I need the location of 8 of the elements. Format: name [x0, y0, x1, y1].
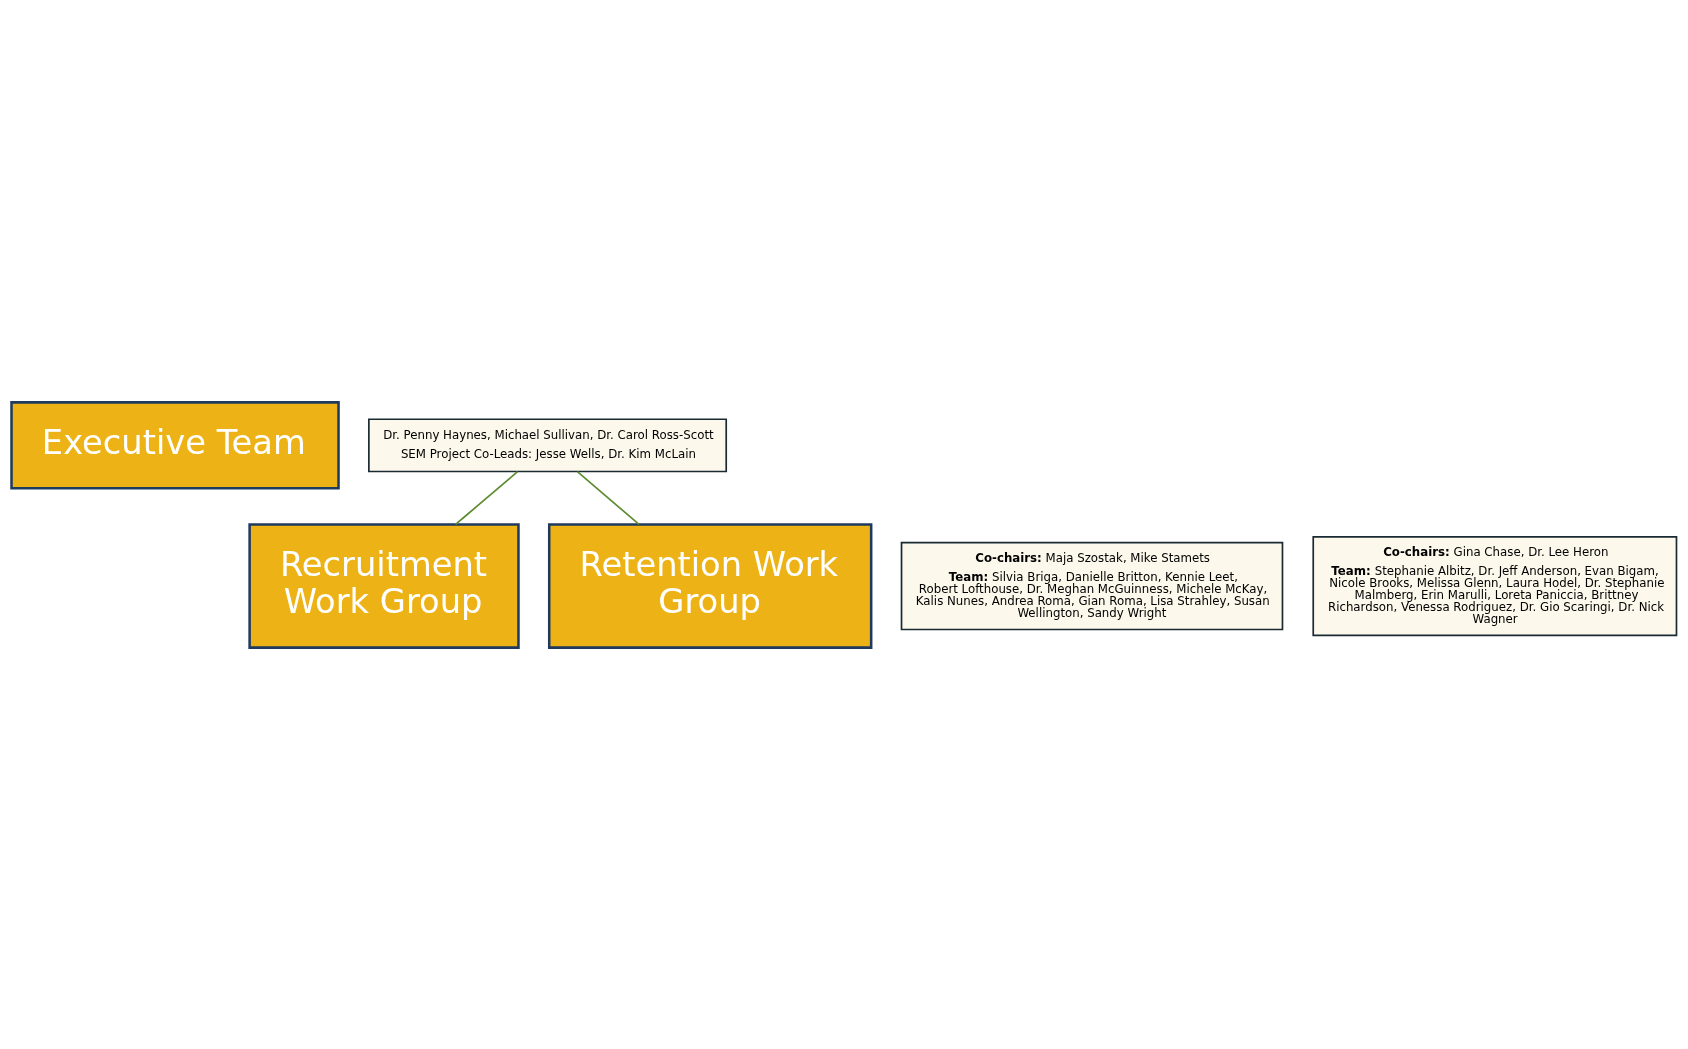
node-box: Recruitment Work Group: [248, 522, 520, 649]
connector: [454, 470, 519, 525]
node-box: Co-chairs: Maja Szostak, Mike Stamets Team: Silvia Briga, Danielle Britton, Kennie Leet, Robert Lofthouse, Dr. Meghan McGuinness, Michele McKay, Kalis Nunes, Andrea Roma, Gian Roma, Lisa Strahley, Susan Wellington, Sandy Wright: [900, 541, 1284, 630]
node-box: Executive Team: [10, 400, 340, 490]
node-box: Retention Work Group: [547, 522, 873, 649]
node-box: Co-chairs: Gina Chase, Dr. Lee Heron Team: Stephanie Albitz, Dr. Jeff Anderson, Evan Bigam, Nicole Brooks, Melissa Glenn, Laura Hodel, Dr. Stephanie Malmberg, Erin Marulli, Loreta Paniccia, Brittney Richardson, Venessa Rodriguez, Dr. Gio Scaringi, Dr. Nick Wagner: [1312, 535, 1678, 636]
connector: [576, 470, 640, 525]
node-box: Dr. Penny Haynes, Michael Sullivan, Dr. Carol Ross-Scott SEM Project Co-Leads: Jesse Wells, Dr. Kim McLain: [368, 417, 728, 472]
